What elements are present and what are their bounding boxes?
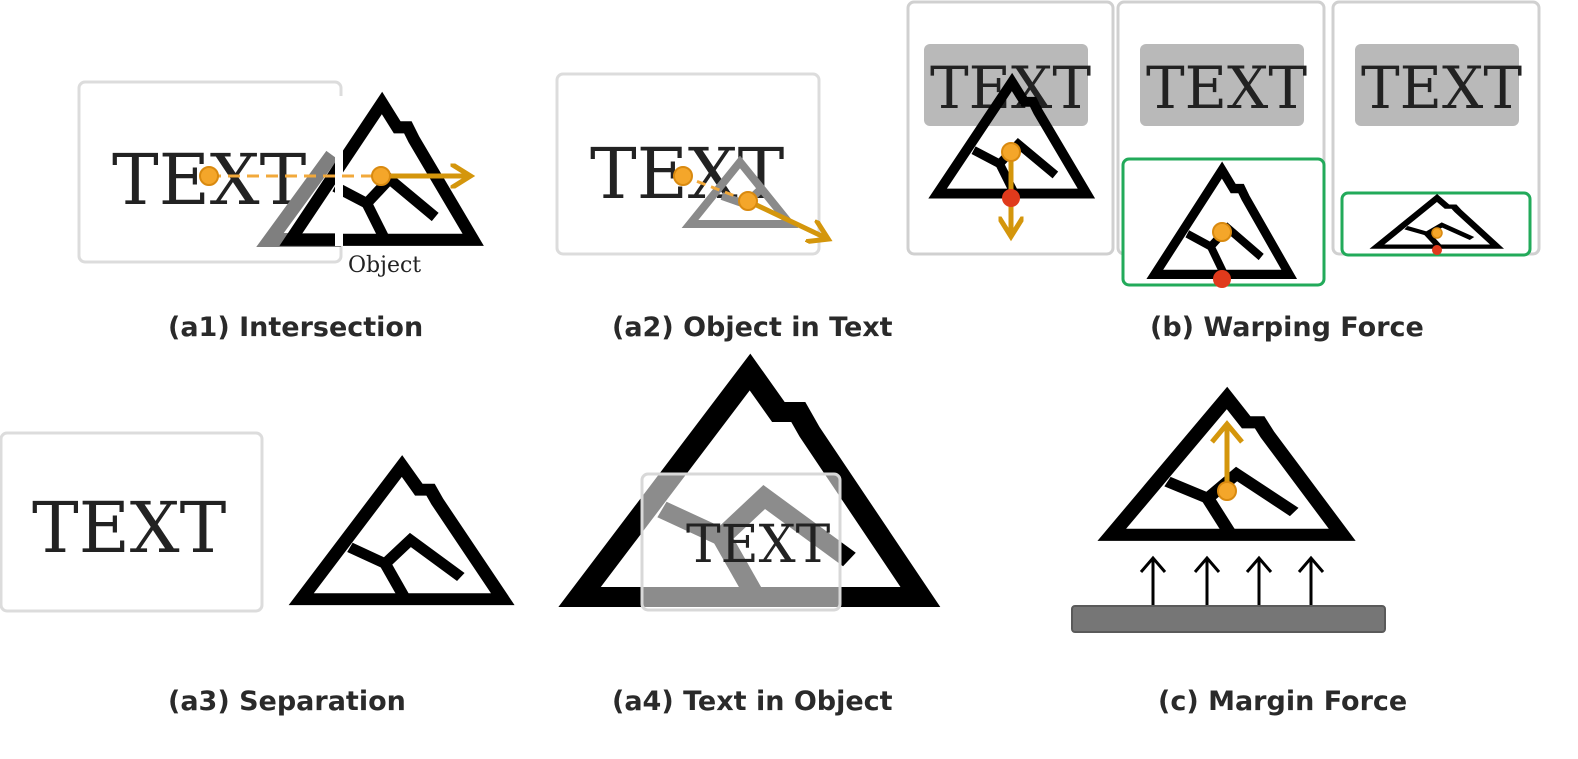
warp-target-dot [1432, 245, 1442, 255]
up-arrow-icon [1139, 555, 1167, 606]
panel-a4-text-in-object: TEXT (a4) Text in Object [580, 372, 921, 717]
up-arrow-icon [1245, 555, 1273, 606]
margin-force-arrows [1139, 555, 1325, 606]
text-label: TEXT [1361, 54, 1522, 122]
object-center-dot [1431, 227, 1443, 239]
text-box [555, 72, 821, 256]
text-label: TEXT [32, 487, 226, 569]
object-label: Object [348, 253, 421, 278]
panel-caption: (b) Warping Force [1150, 312, 1424, 343]
panel-caption: (c) Margin Force [1158, 686, 1407, 717]
text-box [0, 431, 264, 613]
panel-caption: (a3) Separation [168, 686, 406, 717]
dashed-connector [682, 174, 749, 203]
warp-target-dot [1213, 270, 1231, 288]
text-center-dot [199, 166, 219, 186]
text-highlight [1140, 44, 1304, 126]
ground-boundary [1071, 605, 1386, 633]
mountain-icon [301, 466, 503, 599]
panel-caption: (a4) Text in Object [612, 686, 893, 717]
panel-b-warping-force: TEXT TEXT TEXT (b) Warping Force [906, 0, 1541, 343]
panel-c-margin-force: (c) Margin Force [1071, 398, 1407, 717]
text-label: TEXT [1146, 54, 1307, 122]
text-highlight [1355, 44, 1519, 126]
panel-caption: (a1) Intersection [168, 312, 423, 343]
panel-a3-separation: TEXT (a3) Separation [0, 431, 503, 717]
object-center-dot [1217, 481, 1237, 501]
text-center-dot [673, 166, 693, 186]
object-center-dot [371, 166, 391, 186]
panel-a2-object-in-text: TEXT (a2) Object in Text [555, 72, 893, 343]
panel-a1-intersection: TEXT Object (a1) Intersection [77, 80, 473, 343]
text-label: TEXT [686, 515, 831, 575]
panel-caption: (a2) Object in Text [612, 312, 893, 343]
warp-target-dot [1002, 189, 1020, 207]
frame [906, 0, 1115, 256]
object-center-dot [1212, 222, 1232, 242]
up-arrow-icon [1297, 555, 1325, 606]
object-center-dot [1001, 142, 1021, 162]
object-center-dot [738, 191, 758, 211]
up-arrow-icon [1193, 555, 1221, 606]
text-box [640, 472, 842, 612]
right-arrow-icon [746, 198, 826, 238]
